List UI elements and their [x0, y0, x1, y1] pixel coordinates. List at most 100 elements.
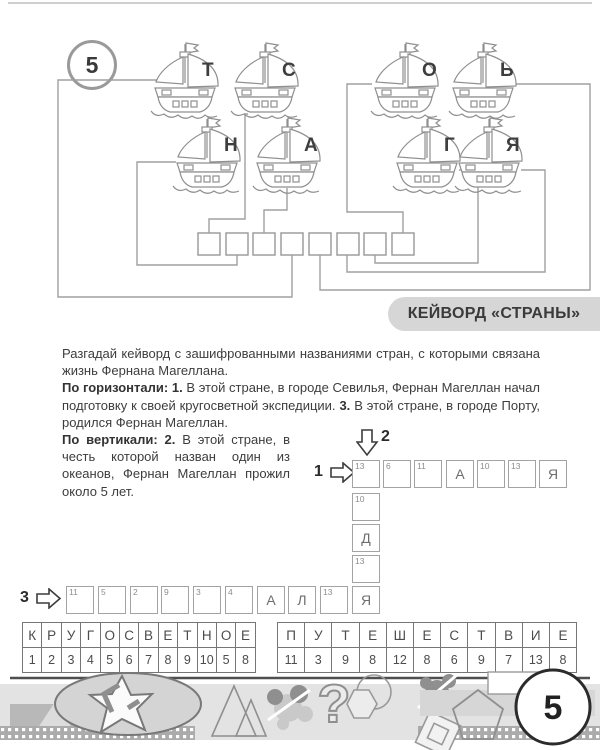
triangle-outline-icon: [210, 684, 258, 737]
cell-number: 13: [323, 587, 333, 597]
key-letter-cell: О: [100, 623, 120, 648]
cell-number: 5: [101, 587, 106, 597]
clue2-number: 2.: [164, 432, 176, 448]
page-number: 5: [544, 689, 563, 727]
horizontal-clues: По горизонтали: 1. В этой стране, в горо…: [62, 379, 540, 431]
clue1-text: В этой стране, в городе Севилья, Фернан …: [62, 380, 540, 413]
ship-letter: Ь: [500, 60, 514, 81]
keyword-cell: Д: [352, 524, 380, 552]
keyword-cell: Я: [352, 586, 380, 614]
key-letter-cell: У: [61, 623, 82, 648]
vertical-label: По вертикали:: [62, 432, 158, 448]
cell-letter: А: [266, 592, 276, 608]
horizontal-label: По горизонтали:: [62, 380, 169, 396]
section-banner: КЕЙВОРД «СТРАНЫ»: [388, 297, 600, 331]
footer-decoration: ? 5: [0, 668, 600, 750]
key-number-cell: 10: [197, 648, 217, 673]
key-letter-cell: О: [216, 623, 237, 648]
key-number-cell: 9: [468, 648, 496, 673]
answer-box[interactable]: [391, 232, 415, 256]
page-edge-line: [8, 2, 592, 4]
answer-box[interactable]: [280, 232, 304, 256]
clue3-number: 3.: [339, 397, 351, 413]
maze-connector-lines: [57, 79, 591, 298]
key-letter-cell: В: [139, 623, 159, 648]
clue2-text: В этой стране, в честь которой назван од…: [62, 432, 291, 499]
key-letter-cell: Т: [178, 623, 198, 648]
task-number: 5: [85, 51, 99, 78]
key-number-cell: 8: [413, 648, 442, 673]
cell-letter: Я: [360, 592, 372, 608]
cell-letter: А: [455, 466, 465, 482]
answer-box[interactable]: [197, 232, 221, 256]
keyword-cell[interactable]: 6: [383, 460, 411, 488]
question-mark-icon: ?: [318, 674, 351, 734]
keyword-cell[interactable]: 4: [225, 586, 253, 614]
keyword-cell[interactable]: 13: [352, 460, 380, 488]
keyword-cell[interactable]: 13: [352, 555, 380, 583]
ship-letter: С: [282, 60, 296, 81]
pentagon-icon: [451, 688, 505, 740]
key-letter-cell: К: [23, 623, 43, 648]
keyword-cell[interactable]: 13: [320, 586, 348, 614]
keyword-cell[interactable]: 10: [352, 493, 380, 521]
keyword-cell[interactable]: 11: [414, 460, 442, 488]
key-letter-cell: П: [278, 623, 306, 648]
key-number-cell: 9: [178, 648, 198, 673]
cell-number: 4: [228, 587, 233, 597]
answer-box[interactable]: [363, 232, 387, 256]
cell-number: 11: [417, 461, 426, 471]
ship-letter: Г: [444, 135, 455, 156]
keyword-cell: А: [446, 460, 474, 488]
key-number-cell: 8: [236, 648, 256, 673]
cell-number: 6: [386, 461, 391, 471]
hexagon-icon: [346, 689, 378, 719]
key-letter-cell: Т: [332, 623, 360, 648]
answer-box[interactable]: [225, 232, 249, 256]
answer-box[interactable]: [252, 232, 276, 256]
key-number-cell: 3: [61, 648, 82, 673]
cell-number: 10: [355, 494, 365, 504]
answer-box[interactable]: [336, 232, 360, 256]
keyword-cell[interactable]: 10: [477, 460, 505, 488]
keyword-cell[interactable]: 11: [66, 586, 94, 614]
keyword-cell[interactable]: 5: [98, 586, 126, 614]
key-number-cell: 3: [305, 648, 333, 673]
ship-letter: А: [304, 135, 318, 156]
cell-number: 13: [511, 461, 521, 471]
ship-letter: Я: [506, 135, 520, 156]
rotated-square-icon: [414, 710, 462, 750]
keyword-cell[interactable]: 3: [193, 586, 221, 614]
key-letter-cell: С: [119, 623, 140, 648]
star-accent: [100, 682, 141, 714]
clue3-text: В этой стране, в городе Порту, родился Ф…: [62, 397, 540, 430]
star-icon: [87, 673, 155, 735]
triangle-outline-icon: [234, 697, 268, 737]
clue1-number: 1.: [171, 380, 183, 396]
key-number-cell: 2: [42, 648, 62, 673]
key-number-cell: 12: [386, 648, 414, 673]
keyword-cell[interactable]: 9: [161, 586, 189, 614]
answer-box[interactable]: [308, 232, 332, 256]
task-number-badge: 5: [67, 40, 117, 90]
key-letter-cell: У: [305, 623, 333, 648]
key-letter-cell: Ш: [386, 623, 414, 648]
cell-letter: Д: [361, 530, 371, 546]
key-number-cell: 5: [100, 648, 120, 673]
key-number-cell: 5: [216, 648, 237, 673]
cell-number: 2: [133, 587, 138, 597]
key-letter-cell: В: [495, 623, 523, 648]
keyword-cell[interactable]: 2: [130, 586, 158, 614]
cell-number: 9: [164, 587, 169, 597]
keyword-cell[interactable]: 13: [508, 460, 536, 488]
key-letter-cell: Е: [158, 623, 179, 648]
clue3-right-arrow-icon: [36, 588, 62, 609]
clue1-arrow-label: 1: [314, 463, 323, 480]
key-number-cell: 7: [139, 648, 159, 673]
key-number-cell: 6: [441, 648, 469, 673]
